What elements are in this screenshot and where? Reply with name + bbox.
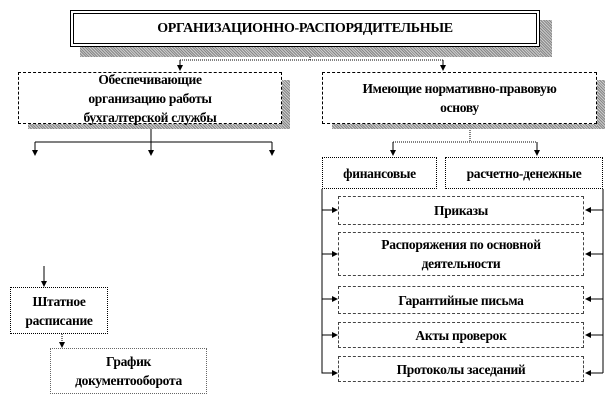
root-category-box: ОРГАНИЗАЦИОННО-РАСПОРЯДИТЕЛЬНЫЕ <box>70 10 540 47</box>
item-label: Протоколы заседаний <box>396 361 526 377</box>
staff-schedule-box: Штатное расписание <box>10 287 108 334</box>
left-branch-box: Обеспечивающие организацию работы бухгал… <box>18 71 282 125</box>
item-label: Акты проверок <box>415 327 507 343</box>
item-directives: Распоряжения по основной деятельности <box>338 232 584 276</box>
workflow-schedule-box: График документооборота <box>50 348 207 394</box>
right-branch-box: Имеющие нормативно-правовую основу <box>322 72 597 124</box>
item-guarantee-letters: Гарантийные письма <box>338 286 584 314</box>
item-orders: Приказы <box>338 196 584 225</box>
right-branch-label: Имеющие нормативно-правовую основу <box>362 81 557 115</box>
category-label: расчетно-денежные <box>466 165 582 181</box>
left-branch-label: Обеспечивающие организацию работы бухгал… <box>83 71 217 125</box>
staff-schedule-label: Штатное расписание <box>25 293 93 328</box>
item-meeting-minutes: Протоколы заседаний <box>338 356 584 382</box>
category-label: финансовые <box>343 165 416 181</box>
category-financial: финансовые <box>322 157 437 189</box>
item-label: Распоряжения по основной деятельности <box>381 237 541 271</box>
item-label: Гарантийные письма <box>398 292 524 308</box>
workflow-schedule-label: График документооборота <box>75 354 182 388</box>
root-title: ОРГАНИЗАЦИОННО-РАСПОРЯДИТЕЛЬНЫЕ <box>157 21 453 36</box>
item-inspection-reports: Акты проверок <box>338 322 584 348</box>
category-settlement: расчетно-денежные <box>445 157 603 189</box>
item-label: Приказы <box>434 203 488 218</box>
